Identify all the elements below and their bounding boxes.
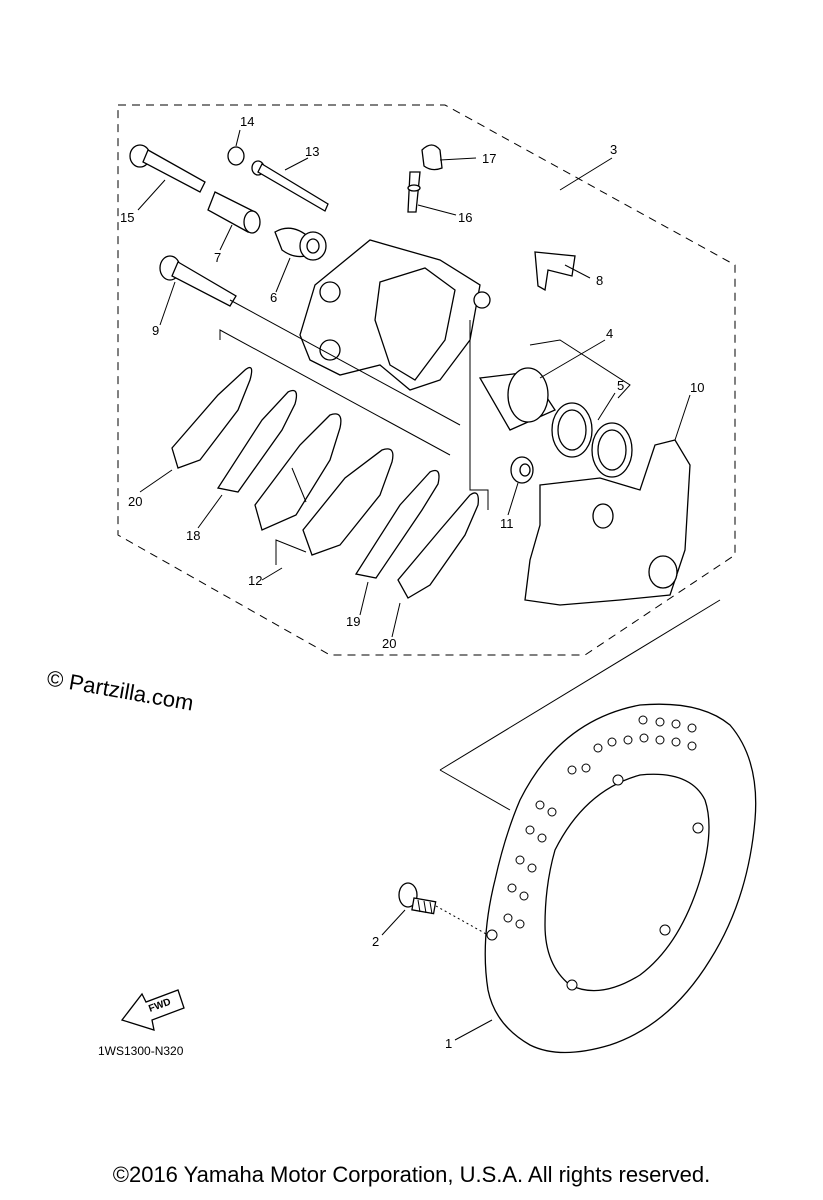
boot-6[interactable]	[274, 227, 327, 261]
caliper-bracket-10[interactable]	[524, 439, 691, 606]
callout-20-right: 20	[382, 636, 396, 651]
callout-4: 4	[606, 326, 613, 341]
caliper-assembly-boundary	[117, 104, 736, 656]
pin-13[interactable]	[251, 160, 329, 212]
callout-10: 10	[690, 380, 704, 395]
brake-disc[interactable]	[484, 703, 757, 1054]
callout-7: 7	[214, 250, 221, 265]
callout-15: 15	[120, 210, 134, 225]
brake-pad-12-inner[interactable]	[302, 448, 394, 556]
pad-shim-20-right[interactable]	[397, 492, 479, 599]
caliper-body[interactable]	[299, 239, 491, 391]
callout-20-left: 20	[128, 494, 142, 509]
partzilla-watermark: © Partzilla.com	[45, 665, 195, 715]
callout-11: 11	[500, 516, 514, 531]
sleeve-7[interactable]	[207, 191, 261, 234]
disc-bolt-locator	[435, 905, 489, 936]
pad-shim-19[interactable]	[354, 469, 440, 579]
callout-12: 12	[248, 573, 262, 588]
cap-14[interactable]	[227, 146, 245, 166]
seal-5[interactable]	[551, 402, 633, 478]
callout-9: 9	[152, 323, 159, 338]
spring-clip-8[interactable]	[534, 251, 576, 292]
callout-1: 1	[445, 1036, 452, 1051]
callout-2: 2	[372, 934, 379, 949]
brake-pad-12-outer[interactable]	[254, 413, 342, 531]
pad-shim-20-left[interactable]	[171, 366, 253, 469]
callout-16: 16	[458, 210, 472, 225]
bushing-11[interactable]	[510, 456, 534, 484]
pad-shim-18[interactable]	[216, 389, 298, 493]
diagram-code: 1WS1300-N320	[98, 1044, 184, 1058]
fwd-arrow-icon: FWD	[120, 989, 185, 1031]
callout-17: 17	[482, 151, 496, 166]
callout-14: 14	[240, 114, 254, 129]
bolt-15[interactable]	[129, 144, 206, 193]
leader-lines	[137, 129, 721, 1041]
piston-4[interactable]	[478, 367, 556, 431]
bleed-screw-16[interactable]	[407, 171, 421, 213]
copyright-notice: ©2016 Yamaha Motor Corporation, U.S.A. A…	[112, 1162, 711, 1187]
disc-bolt[interactable]	[398, 882, 437, 915]
callout-19: 19	[346, 614, 360, 629]
callout-5: 5	[617, 378, 624, 393]
callout-3: 3	[610, 142, 617, 157]
callout-18: 18	[186, 528, 200, 543]
callout-8: 8	[596, 273, 603, 288]
bleed-cap-17[interactable]	[421, 144, 443, 171]
callout-13: 13	[305, 144, 319, 159]
bolt-9[interactable]	[159, 255, 237, 307]
callout-6: 6	[270, 290, 277, 305]
